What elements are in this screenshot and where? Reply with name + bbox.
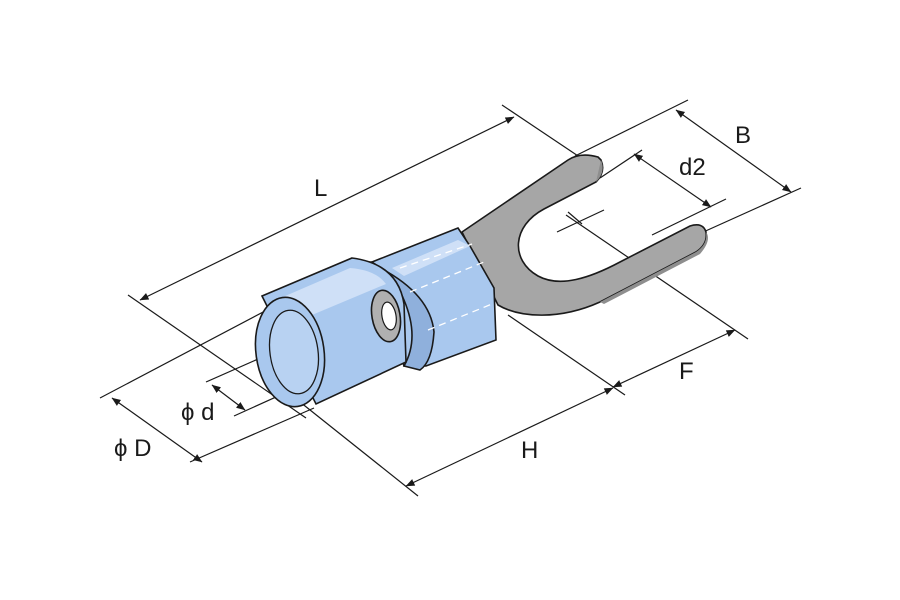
front-collar-bore	[268, 309, 320, 395]
ext-D-bottom	[189, 407, 315, 463]
dim-H	[405, 387, 614, 487]
spade-tine-bottom-shade	[600, 232, 708, 304]
ext-d2-top	[599, 149, 643, 179]
ext-B-top	[574, 99, 689, 157]
label-L: L	[314, 175, 327, 202]
ext-HF-shared	[507, 314, 626, 396]
ext-D-top	[99, 299, 287, 399]
label-phi-D: ϕ D	[114, 435, 151, 462]
ext-d2-bottom	[651, 198, 727, 236]
ext-B-bottom	[689, 187, 802, 239]
dim-D	[111, 397, 203, 463]
barrel-hole	[381, 301, 397, 331]
dimension-lines	[111, 109, 792, 487]
spade-center-mark	[556, 209, 605, 233]
spade-fork	[460, 154, 708, 316]
spade-center-tick	[567, 211, 583, 225]
dim-d2	[633, 153, 712, 208]
label-H: H	[521, 437, 538, 464]
ext-H-left	[299, 401, 419, 497]
dim-L	[139, 116, 515, 301]
label-F: F	[679, 358, 694, 385]
front-collar	[254, 257, 407, 408]
ext-F-right	[565, 214, 749, 340]
label-d2: d2	[679, 154, 706, 181]
label-B: B	[735, 122, 751, 149]
dim-B	[675, 109, 792, 193]
spade-fork-shade	[596, 160, 603, 182]
dim-d	[211, 384, 246, 411]
dimension-labels: L B d2 F H ϕ d ϕ D	[114, 122, 751, 464]
dim-F	[612, 329, 736, 388]
label-phi-d: ϕ d	[181, 399, 214, 426]
